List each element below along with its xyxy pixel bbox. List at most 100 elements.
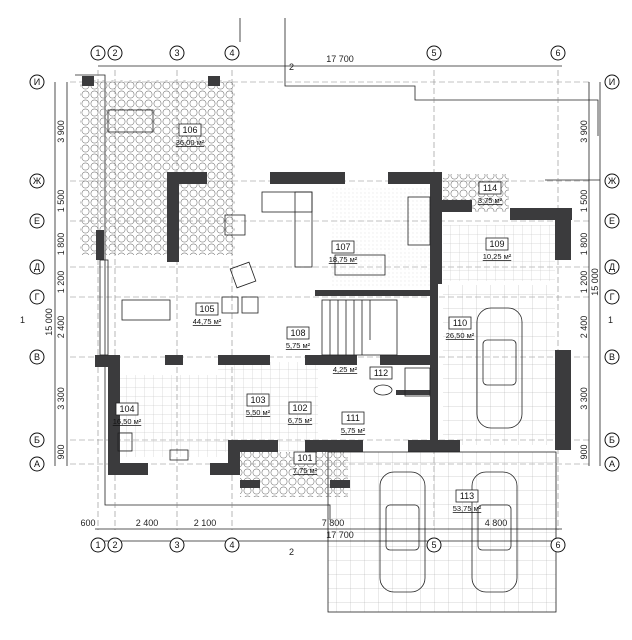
- axis-label: 1: [95, 540, 100, 550]
- dim-bottom-seg: 2 400: [136, 518, 159, 528]
- room-number: 105: [199, 304, 214, 314]
- dim-bottom-total: 17 700: [326, 530, 354, 540]
- sofa: [261, 191, 313, 213]
- terrace-table: [107, 109, 154, 133]
- dim-side-seg: 3 900: [579, 120, 589, 143]
- axis-label: И: [34, 77, 40, 87]
- room-111: 111 5,75 м²: [341, 411, 366, 435]
- axis-label: А: [34, 459, 40, 469]
- axis-bubble-И: И: [29, 74, 45, 90]
- axis-bubble-Г: Г: [29, 289, 45, 305]
- dim-bottom-seg: 7 800: [322, 518, 345, 528]
- axis-label: 5: [431, 540, 436, 550]
- washbasin: [373, 384, 393, 396]
- room-number: 102: [292, 403, 307, 413]
- axis-label: 6: [555, 48, 560, 58]
- room-number: 106: [182, 125, 197, 135]
- axis-label: Е: [34, 216, 40, 226]
- room-area: 26,50 м²: [446, 331, 475, 340]
- dimension-labels: 17 700 17 700 600 2 400 2 100 7 800 4 80…: [20, 54, 613, 557]
- room-number: 103: [250, 395, 265, 405]
- dim-side-seg: 2 400: [56, 316, 66, 339]
- kitchen-floor: [115, 375, 225, 457]
- axis-bubble-Б: Б: [29, 432, 45, 448]
- room-number: 107: [335, 242, 350, 252]
- axis-bubble-Д: Д: [604, 259, 620, 275]
- axis-bubble-5: 5: [426, 45, 442, 61]
- axis-label: 2: [112, 540, 117, 550]
- axis-bubble-Ж: Ж: [604, 173, 620, 189]
- axis-bubble-Е: Е: [29, 213, 45, 229]
- room-area: 16,50 м²: [113, 417, 142, 426]
- axis-label: 4: [229, 540, 234, 550]
- axis-label: 3: [174, 540, 179, 550]
- section-mark-right: 1: [608, 315, 613, 325]
- axis-bubble-4: 4: [224, 45, 240, 61]
- axis-bubble-А: А: [604, 456, 620, 472]
- axis-bubble-3: 3: [169, 537, 185, 553]
- dim-side-seg: 1 200: [579, 271, 589, 294]
- room-area: 3,75 м²: [478, 196, 503, 205]
- axis-bubble-4: 4: [224, 537, 240, 553]
- axis-bubble-В: В: [604, 349, 620, 365]
- axis-bubble-3: 3: [169, 45, 185, 61]
- dim-side-seg: 1 500: [56, 190, 66, 213]
- axis-bubble-В: В: [29, 349, 45, 365]
- car: [379, 471, 426, 593]
- axis-label: Ж: [608, 176, 617, 186]
- dim-bottom-seg: 4 800: [485, 518, 508, 528]
- axis-label: А: [609, 459, 615, 469]
- axis-bubble-А: А: [29, 456, 45, 472]
- axis-label: Б: [609, 435, 615, 445]
- car: [476, 307, 523, 429]
- room-number: 114: [483, 183, 497, 193]
- axis-label: 4: [229, 48, 234, 58]
- room-area: 18,75 м²: [329, 255, 358, 264]
- dim-side-seg: 900: [56, 444, 66, 459]
- terrace-106: [80, 80, 235, 255]
- axis-label: Б: [34, 435, 40, 445]
- dim-top-total: 17 700: [326, 54, 354, 64]
- room-109-floor: [443, 225, 555, 281]
- room-area: 5,75 м²: [286, 341, 311, 350]
- dim-bottom-seg: 2 100: [194, 518, 217, 528]
- axis-label: В: [34, 352, 40, 362]
- room-number: 104: [119, 404, 134, 414]
- axis-label: В: [609, 352, 615, 362]
- floor-finishes: [80, 80, 556, 612]
- shower: [404, 367, 431, 397]
- axis-bubble-Ж: Ж: [29, 173, 45, 189]
- axis-label: Ж: [33, 176, 42, 186]
- room-number: 111: [346, 413, 360, 423]
- axis-bubble-5: 5: [426, 537, 442, 553]
- room-area: 53,75 м²: [453, 504, 482, 513]
- room-area: 5,75 м²: [341, 426, 366, 435]
- dim-side-seg: 1 200: [56, 271, 66, 294]
- axis-label: 5: [431, 48, 436, 58]
- room-104: 104 16,50 м²: [113, 402, 142, 426]
- dim-side-seg: 1 800: [56, 233, 66, 256]
- axis-label: И: [609, 77, 615, 87]
- room-area: 44,75 м²: [193, 317, 222, 326]
- garage-110-floor: [443, 285, 555, 445]
- room-area: 7,75 м²: [293, 466, 318, 475]
- room-number: 113: [460, 491, 474, 501]
- dining-table: [121, 299, 171, 321]
- furniture: [99, 109, 557, 613]
- axis-label: 1: [95, 48, 100, 58]
- room-105: 105 44,75 м²: [193, 302, 222, 326]
- walls: [82, 76, 572, 488]
- carport-113-floor: [328, 452, 556, 612]
- section-mark-bottom: 2: [289, 547, 294, 557]
- axis-bubble-Е: Е: [604, 213, 620, 229]
- sink: [169, 449, 189, 461]
- room-area: 6,75 м²: [288, 416, 313, 425]
- dim-side-seg: 1 800: [579, 233, 589, 256]
- axis-bubble-Д: Д: [29, 259, 45, 275]
